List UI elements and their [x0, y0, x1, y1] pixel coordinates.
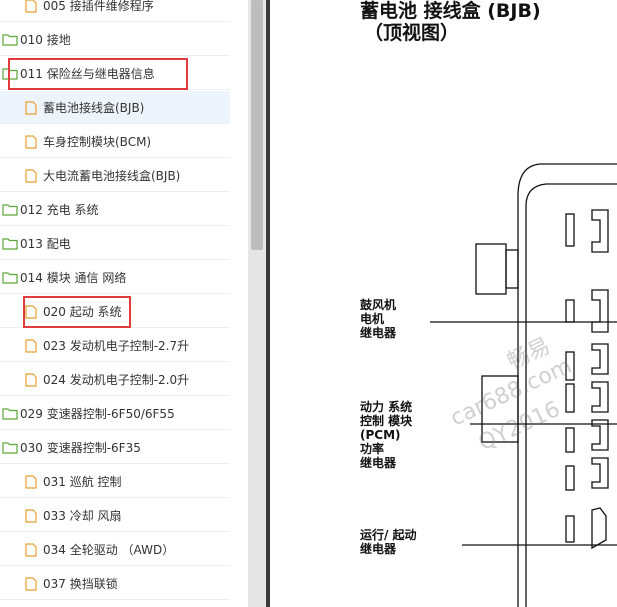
tree-item-label: 037 换挡联锁 [43, 576, 118, 591]
label-pcm-relay-4: 功率 [360, 442, 385, 456]
document-icon [25, 169, 39, 183]
tree-item-label: 蓄电池接线盒(BJB) [43, 100, 145, 115]
tree-item-label: 011 保险丝与继电器信息 [20, 66, 155, 81]
document-viewer: 蓄电池 接线盒 (BJB) （顶视图） [270, 0, 617, 607]
document-icon [25, 577, 39, 591]
tree-file-item[interactable]: 037 换挡联锁 [0, 567, 230, 600]
document-icon [25, 0, 39, 13]
label-run-start-relay-2: 继电器 [360, 542, 397, 556]
tree-item-label: 014 模块 通信 网络 [20, 270, 127, 285]
tree-file-item[interactable]: 蓄电池接线盒(BJB) [0, 91, 230, 124]
tree-item-label: 车身控制模块(BCM) [43, 134, 152, 149]
document-title: 蓄电池 接线盒 (BJB) [360, 0, 541, 22]
document-icon [25, 475, 39, 489]
tree-file-item[interactable]: 033 冷却 风扇 [0, 499, 230, 532]
document-icon [25, 339, 39, 353]
tree-folder-item[interactable]: 029 变速器控制-6F50/6F55 [0, 397, 230, 430]
tree-item-label: 031 巡航 控制 [43, 474, 122, 489]
tree-item-label: 033 冷却 风扇 [43, 508, 122, 523]
label-pcm-relay-1: 动力 系统 [360, 400, 413, 414]
scrollbar-thumb[interactable] [251, 0, 263, 250]
label-blower-relay-2: 电机 [360, 312, 385, 326]
tree-item-label: 013 配电 [20, 236, 71, 251]
label-blower-relay-3: 继电器 [360, 326, 397, 340]
label-run-start-relay-1: 运行/ 起动 [360, 528, 417, 542]
tree-item-label: 034 全轮驱动 （AWD） [43, 542, 175, 557]
tree-item-label: 030 变速器控制-6F35 [20, 440, 141, 455]
tree-folder-item[interactable]: 012 充电 系统 [0, 193, 230, 226]
document-icon [25, 509, 39, 523]
document-subtitle: （顶视图） [364, 22, 460, 44]
tree-folder-item[interactable]: 011 保险丝与继电器信息 [0, 57, 230, 90]
tree-folder-item[interactable]: 014 模块 通信 网络 [0, 261, 230, 294]
label-pcm-relay-2: 控制 模块 [360, 414, 413, 428]
label-pcm-relay-5: 继电器 [360, 456, 397, 470]
label-pcm-relay-3: (PCM) [360, 428, 401, 442]
navigation-tree: 005 接插件维修程序 010 接地 011 保险丝与继电器信息蓄电池接线盒(BJB… [0, 0, 230, 607]
tree-item-label: 029 变速器控制-6F50/6F55 [20, 406, 175, 421]
viewer-divider [266, 0, 270, 607]
tree-item-label: 005 接插件维修程序 [43, 0, 154, 13]
document-icon [25, 543, 39, 557]
tree-folder-item[interactable]: 010 接地 [0, 23, 230, 56]
tree-file-item[interactable]: 024 发动机电子控制-2.0升 [0, 363, 230, 396]
folder-icon [2, 67, 18, 80]
tree-item-label: 023 发动机电子控制-2.7升 [43, 338, 190, 353]
tree-file-item[interactable]: 020 起动 系统 [0, 295, 230, 328]
document-icon [25, 135, 39, 149]
folder-icon [2, 441, 18, 454]
tree-item-label: 024 发动机电子控制-2.0升 [43, 372, 190, 387]
tree-folder-item[interactable]: 030 变速器控制-6F35 [0, 431, 230, 464]
tree-item-label: 012 充电 系统 [20, 202, 99, 217]
tree-file-item[interactable]: 大电流蓄电池接线盒(BJB) [0, 159, 230, 192]
tree-item-label: 大电流蓄电池接线盒(BJB) [43, 168, 181, 183]
tree-file-item[interactable]: 车身控制模块(BCM) [0, 125, 230, 158]
document-icon [25, 373, 39, 387]
tree-file-item[interactable]: 031 巡航 控制 [0, 465, 230, 498]
tree-item-label: 020 起动 系统 [43, 304, 122, 319]
tree-file-item[interactable]: 034 全轮驱动 （AWD） [0, 533, 230, 566]
label-blower-relay-1: 鼓风机 [360, 298, 397, 312]
tree-folder-item[interactable]: 013 配电 [0, 227, 230, 260]
document-icon [25, 101, 39, 115]
folder-icon [2, 203, 18, 216]
folder-icon [2, 237, 18, 250]
tree-file-item[interactable]: 005 接插件维修程序 [0, 0, 230, 22]
tree-file-item[interactable]: 023 发动机电子控制-2.7升 [0, 329, 230, 362]
folder-icon [2, 33, 18, 46]
fuse-box-diagram [430, 163, 617, 607]
tree-item-label: 010 接地 [20, 32, 71, 47]
document-icon [25, 305, 39, 319]
folder-icon [2, 407, 18, 420]
folder-icon [2, 271, 18, 284]
